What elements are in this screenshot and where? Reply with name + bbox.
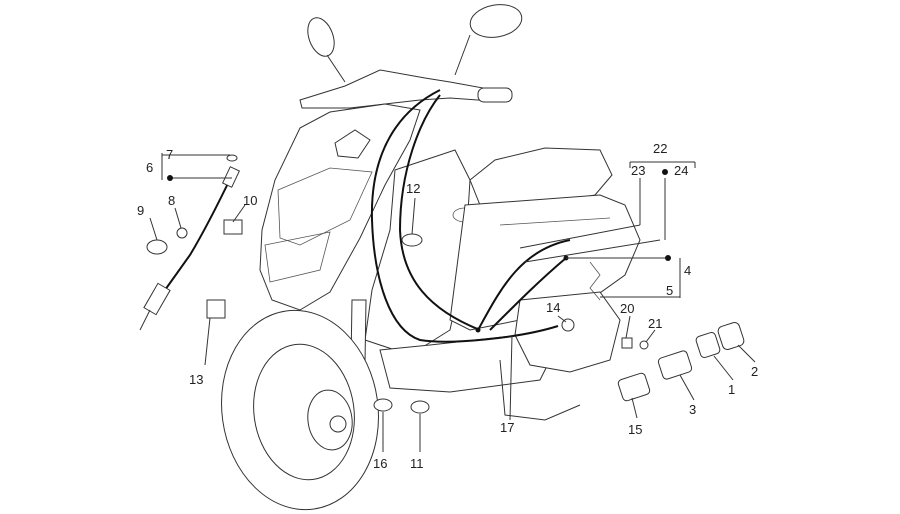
grip-1 (695, 331, 721, 359)
clamp-11 (410, 400, 430, 414)
handlebar (299, 69, 506, 109)
right-grip (477, 87, 513, 103)
speedometer-drive-parts (139, 154, 243, 331)
label-6: 6 (146, 160, 153, 175)
right-mirror (469, 4, 523, 38)
label-3: 3 (689, 402, 696, 417)
label-15: 15 (628, 422, 642, 437)
leader-1 (713, 355, 734, 381)
part-number-labels: 7 6 9 8 10 12 13 16 11 17 14 20 21 22 23… (137, 141, 758, 471)
screw-21 (639, 340, 649, 350)
front-brake-disc (307, 389, 353, 451)
label-14: 14 (546, 300, 560, 315)
leader-3 (679, 374, 695, 401)
rear-spring (589, 261, 601, 301)
label-7: 7 (166, 147, 173, 162)
body-line (499, 217, 611, 226)
leader-21 (645, 329, 656, 343)
left-mirror (307, 17, 335, 57)
leader-14 (557, 315, 567, 323)
label-2: 2 (751, 364, 758, 379)
label-12: 12 (406, 181, 420, 196)
speedometer-cable-17 (370, 89, 559, 343)
leader-10 (232, 204, 246, 223)
label-13: 13 (189, 372, 203, 387)
shield-badge (334, 129, 371, 159)
bracket-4-dot (665, 255, 671, 261)
leader-2 (737, 344, 756, 363)
label-20: 20 (620, 301, 634, 316)
left-mirror-stem (326, 54, 346, 83)
clamp-12 (401, 233, 423, 247)
drive-gear (143, 282, 171, 316)
leader-lines (149, 197, 756, 452)
label-21: 21 (648, 316, 662, 331)
brake-cable-upper (398, 94, 481, 331)
label-24: 24 (674, 163, 688, 178)
leader-20 (625, 315, 631, 339)
cable-end-a (475, 327, 481, 333)
leader-15 (631, 397, 638, 419)
label-23: 23 (631, 163, 645, 178)
right-mirror-stem (454, 34, 471, 76)
grip-2 (717, 321, 745, 351)
label-17: 17 (500, 420, 514, 435)
label-1: 1 (728, 382, 735, 397)
bracket-6-dot (167, 175, 173, 181)
cable-fitting (222, 166, 240, 188)
leader-9 (149, 217, 158, 241)
label-22: 22 (653, 141, 667, 156)
scooter-outline (221, 4, 641, 511)
leader-12 (411, 197, 416, 235)
clip-13 (206, 299, 226, 319)
cable-4 (477, 239, 571, 331)
headlight (264, 231, 331, 283)
screw-8 (176, 227, 188, 239)
label-11: 11 (410, 456, 424, 471)
label-9: 9 (137, 203, 144, 218)
drive-shaft (139, 309, 151, 331)
cable-24-branch (524, 239, 661, 263)
grip-parts (617, 321, 745, 402)
small-washer (226, 154, 238, 162)
label-5: 5 (666, 283, 673, 298)
shield-panel (277, 167, 373, 246)
bracket-24-dot (662, 169, 668, 175)
grip-3 (657, 350, 693, 380)
group-brackets (161, 153, 696, 298)
leader-17 (509, 334, 513, 421)
fitting-14 (561, 318, 575, 332)
bracket-20 (621, 337, 633, 349)
label-8: 8 (168, 193, 175, 208)
label-4: 4 (684, 263, 691, 278)
stand (499, 359, 581, 421)
clamp-9 (146, 239, 168, 255)
cables (370, 89, 661, 343)
leg-shield (364, 149, 471, 356)
front-hub (329, 415, 347, 433)
label-16: 16 (373, 456, 387, 471)
leader-13 (204, 317, 211, 366)
leader-8 (174, 207, 182, 229)
cable-5 (489, 257, 567, 331)
clamp-16 (373, 398, 393, 412)
grip-15 (617, 372, 651, 402)
front-shield (259, 103, 421, 311)
clamp-parts (373, 233, 649, 414)
clip-10 (223, 219, 243, 235)
cable-23-branch (519, 224, 641, 249)
label-10: 10 (243, 193, 257, 208)
